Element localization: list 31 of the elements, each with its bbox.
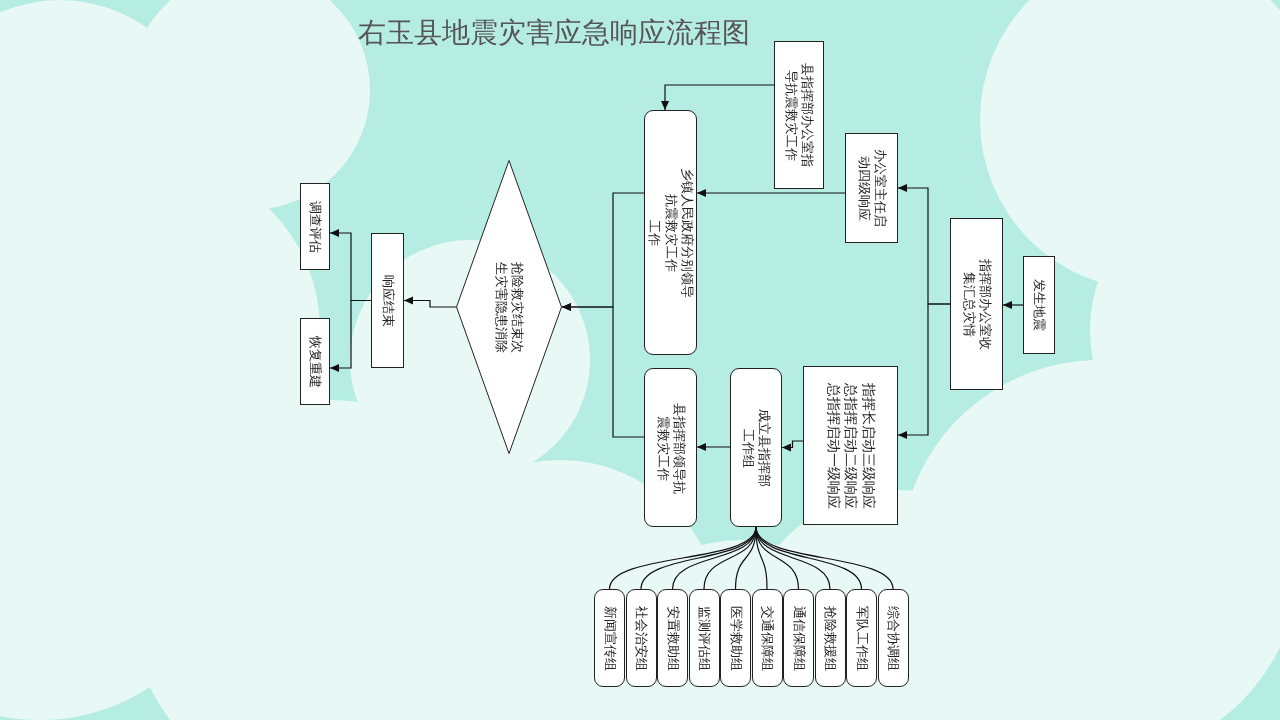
process-box: 成立县指挥部工作组: [730, 368, 782, 527]
process-box: 指挥部办公室收集汇总灾情: [950, 218, 1003, 390]
process-box: 军队工作组: [846, 589, 877, 687]
process-box: 乡镇人民政府分别领导抗震救灾工作 工作: [644, 110, 697, 355]
title: 右玉县地震灾害应急响应流程图: [358, 15, 750, 51]
process-box: 指挥长启动三级响应总指挥启动二级响应总指挥启动一级响应: [803, 366, 898, 525]
arrow: [696, 189, 846, 197]
arrow: [696, 443, 731, 451]
arrow: [661, 84, 775, 111]
process-box: 办公室主任启动四级响应: [845, 133, 898, 243]
process-box: 恢复重建: [300, 318, 330, 405]
process-box: 通信保障组: [783, 589, 814, 687]
process-box: 医学救助组: [720, 589, 751, 687]
process-box: 响应结束: [371, 233, 404, 368]
process-box: 社会治安组: [625, 589, 657, 687]
process-box: 安置救助组: [657, 589, 688, 687]
process-box: 综合协调组: [877, 589, 909, 687]
process-box: 交通保障组: [751, 589, 783, 687]
process-box: 抢险救援组: [814, 589, 846, 687]
arrow: [403, 296, 457, 308]
process-box: 调查评估: [300, 183, 330, 270]
process-box: 监测评估组: [688, 589, 720, 687]
arrow: [781, 440, 804, 452]
process-box: 县指挥部办公室指导抗震救灾工作: [774, 41, 824, 189]
process-box: 新闻宣传组: [594, 589, 625, 687]
process-box: 发生地震: [1023, 256, 1055, 354]
process-box: 县指挥部领导抗震救灾工作: [644, 368, 697, 527]
arrow: [897, 303, 951, 439]
arrow: [561, 303, 645, 438]
arrow: [1002, 301, 1024, 309]
decision-diamond: 抢险救灾结束次生灾害隐患消除: [456, 160, 562, 454]
